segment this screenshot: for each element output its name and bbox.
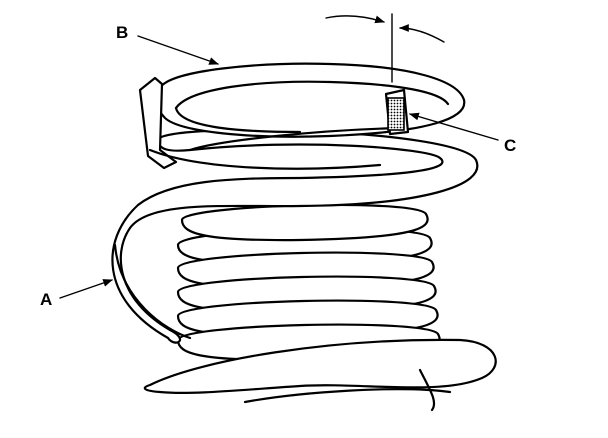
spring-end-c — [384, 88, 410, 136]
callout-a-label: A — [40, 290, 52, 309]
coil-spring-a — [111, 128, 497, 412]
callout-b-label: B — [116, 23, 128, 42]
inner-coils — [176, 203, 441, 362]
callout-c-label: C — [504, 136, 516, 155]
leader-b — [137, 35, 219, 65]
rotation-indicator — [325, 13, 445, 83]
leader-a — [59, 279, 113, 299]
leader-c — [409, 112, 499, 141]
shaded-spring-end — [387, 97, 405, 131]
